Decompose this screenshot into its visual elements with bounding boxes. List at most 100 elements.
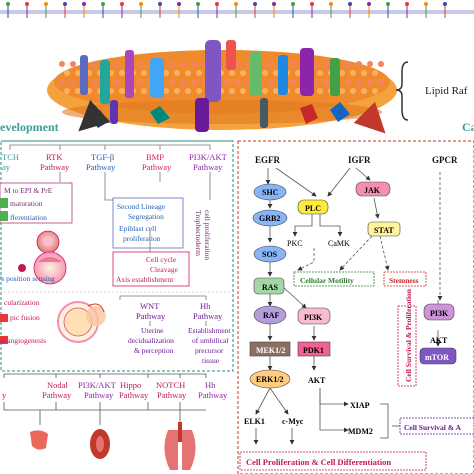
lipid-head [229,88,235,94]
lipid-head [119,70,125,76]
lipid-head [191,79,197,85]
bp0-sub: y [2,390,7,400]
lipid-head [70,61,76,67]
lipid-head [136,79,142,85]
lipid-head [268,61,274,67]
glycan-head [101,2,105,6]
pathway-rtk-name: RTK [46,152,63,162]
cancer-heading: Ca [462,120,474,134]
lipid-head [262,70,268,76]
pathway-bmp-sub: Pathway [142,162,172,172]
wnt-e3: & perception [134,346,174,355]
hh-e1: Establishment [188,326,231,335]
angio-bullet [0,336,8,344]
pathway-pi3k-sub: Pathway [193,162,223,172]
lipid-head [136,61,142,67]
lipid-head [196,70,202,76]
lipid-head [163,88,169,94]
glycan-head [272,2,276,6]
lipid-head [141,70,147,76]
hh-e3: precursor [195,346,224,355]
lipid-head [356,61,362,67]
bp3-sub: Pathway [119,390,149,400]
raft-brace [395,61,409,121]
glycan-head [82,2,86,6]
raft-proteins [80,40,350,132]
jak: JAK [364,186,381,195]
pathway-tgfb-sub: Pathway [86,162,116,172]
akt-right: AKT [430,336,448,345]
differentiation-text: fferentiation [10,213,47,222]
top-connectors [9,144,211,201]
lipid-head [345,79,351,85]
lipid-head [372,88,378,94]
lineage-box [112,197,184,249]
lipid-head [273,70,279,76]
lipid-head [240,88,246,94]
lipid-head [169,61,175,67]
glycan-antennae [6,2,447,18]
glycan-head [120,2,124,6]
epiblast: Epiblast cell [119,224,156,233]
lipid-head [367,79,373,85]
glycan-head [405,2,409,6]
lipid-head [273,88,279,94]
pathway-tgfb-name: TGF-β [91,152,114,162]
glycan-head [6,2,10,6]
embryo-sac-image [57,301,106,343]
pi3k-right: PI3K [430,309,449,318]
glycan-head [443,2,447,6]
akt-mid: AKT [308,376,326,385]
pathway-notch-name: TCH [2,152,19,162]
cmyc: c-Myc [282,417,304,426]
trophectoderm: Trophectoderm [194,210,203,256]
shc: SHC [262,188,279,197]
lipid-head [235,79,241,85]
elk1: ELK1 [244,417,265,426]
wnt-hh-connectors [119,295,207,326]
pathway-rtk-sub: Pathway [40,162,70,172]
survival-vertical: Cell Survival & Proliferation [404,288,413,382]
bp2-name: PI3K/AKT [78,380,117,390]
fusion-bullet [0,314,8,322]
maturation-text: maturation [10,199,43,208]
gpcr: GPCR [432,155,458,165]
lipid-head [169,79,175,85]
glycan-head [234,2,238,6]
hh-sub: Pathway [193,311,223,321]
lipid-head [59,79,65,85]
lipid-head [64,70,70,76]
position-sensing: 's position sensing [0,274,55,283]
hh-e4: tissue [202,356,220,365]
wnt-name: WNT [140,301,160,311]
lipid-head [75,70,81,76]
development-heading: evelopment [0,120,59,134]
vascularization: cularization [4,298,40,307]
lipid-head [59,61,65,67]
glycan-head [158,2,162,6]
second-lineage: Second Lineage [117,202,166,211]
m-to-epi-text: M to EPI & PrE [4,186,53,195]
glycan-head [329,2,333,6]
lipid-head [235,61,241,67]
glycan-head [25,2,29,6]
grb2: GRB2 [259,214,280,223]
lipid-head [240,70,246,76]
glycan-head [386,2,390,6]
lipid-head [163,70,169,76]
lipid-head [75,88,81,94]
lipid-head [339,88,345,94]
lipid-head [180,79,186,85]
lipid-head [229,70,235,76]
lipid-head [224,79,230,85]
lipid-head [180,61,186,67]
lipid-head [350,88,356,94]
lipid-head [290,79,296,85]
lipid-head [295,88,301,94]
lipid-head [141,88,147,94]
lipid-head [372,70,378,76]
hh-name: Hh [200,301,211,311]
hh-e2: of umbilical [192,336,228,345]
pi3k-mid: PI3K [304,313,323,322]
